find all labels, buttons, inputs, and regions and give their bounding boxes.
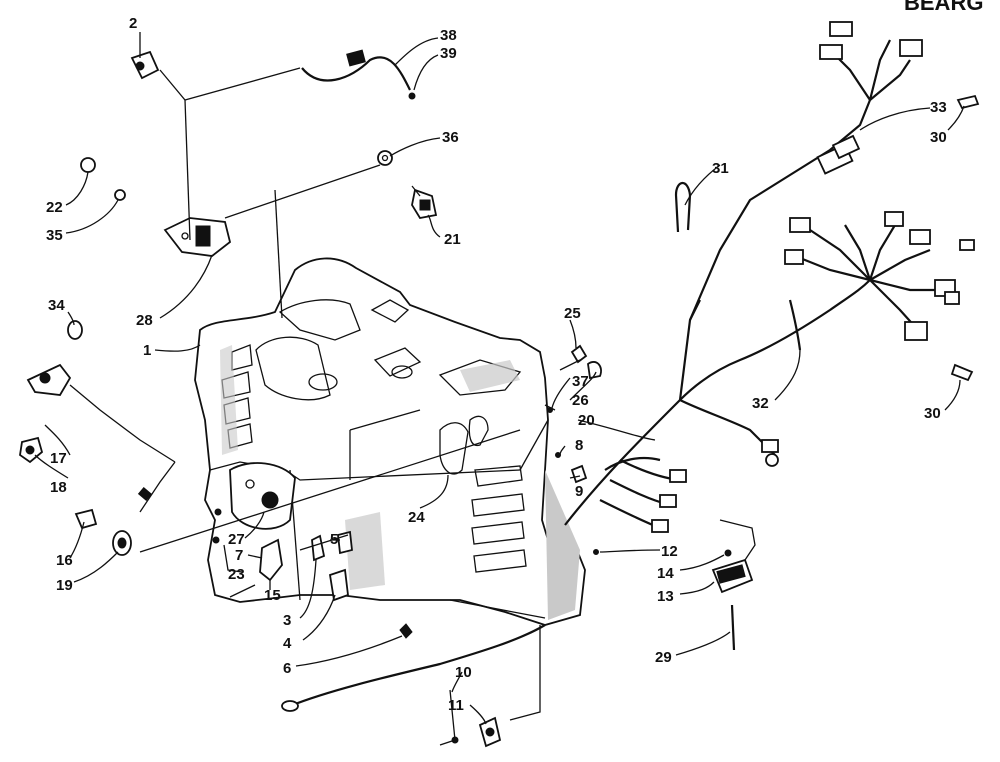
- label-20: 20: [578, 412, 595, 429]
- label-39: 39: [440, 45, 457, 62]
- grommet-34: [67, 320, 83, 340]
- label-17: 17: [50, 450, 67, 467]
- label-14: 14: [657, 565, 674, 582]
- console-housing: [194, 257, 586, 626]
- cable-38: [301, 49, 416, 100]
- washer-25: [570, 344, 588, 364]
- label-26: 26: [572, 392, 589, 409]
- label-7: 7: [235, 547, 243, 564]
- washer-22: [80, 157, 96, 173]
- label-29: 29: [655, 649, 672, 666]
- label-23: 23: [228, 566, 245, 583]
- retainer-4: [328, 568, 349, 602]
- label-9: 9: [575, 483, 583, 500]
- washer-36: [377, 150, 393, 166]
- gauge-bezel: [229, 462, 296, 530]
- label-30-upper: 30: [930, 129, 947, 146]
- label-36: 36: [442, 129, 459, 146]
- label-10: 10: [455, 664, 472, 681]
- label-6: 6: [283, 660, 291, 677]
- label-11: 11: [448, 697, 464, 714]
- rectifier-13: [711, 519, 756, 594]
- label-30-lower: 30: [924, 405, 941, 422]
- label-37: 37: [572, 373, 589, 390]
- screw-12: [593, 549, 599, 555]
- cable-strap: [788, 299, 802, 351]
- mounting-bracket: [163, 217, 232, 257]
- label-25: 25: [564, 305, 581, 322]
- label-38: 38: [440, 27, 457, 44]
- nut-16: [74, 508, 98, 530]
- indicator-lamp-19: [112, 530, 132, 556]
- label-32: 32: [752, 395, 769, 412]
- label-21: 21: [444, 231, 461, 248]
- nut-9: [570, 464, 588, 484]
- label-35: 35: [46, 227, 63, 244]
- label-15: 15: [264, 587, 281, 604]
- wiring-harness: [564, 21, 975, 533]
- label-28: 28: [136, 312, 153, 329]
- fuse-lower: [950, 363, 974, 382]
- label-18: 18: [50, 479, 67, 496]
- bolt-23: [229, 584, 256, 598]
- label-31: 31: [712, 160, 729, 177]
- label-16: 16: [56, 552, 73, 569]
- washer-35: [114, 189, 126, 201]
- label-33: 33: [930, 99, 947, 116]
- throttle-cable-17: [26, 363, 176, 513]
- pin-23: [214, 508, 222, 516]
- switch-21: [411, 185, 438, 219]
- label-5: 5: [330, 531, 338, 548]
- label-4: 4: [283, 635, 292, 652]
- spring-clip-3: [311, 534, 326, 562]
- label-24: 24: [408, 509, 425, 526]
- upper-left-bolt: [130, 50, 160, 80]
- fuse-upper: [956, 94, 980, 110]
- cover-plate: [259, 538, 283, 582]
- sensor-10: [439, 689, 459, 746]
- label-8: 8: [575, 437, 583, 454]
- part-labels: 2 38 39 36 22 35 21 28 34 1 25 37 26 20 …: [46, 15, 947, 714]
- label-12: 12: [661, 543, 678, 560]
- label-34: 34: [48, 297, 65, 314]
- bolt-29: [730, 604, 736, 651]
- clip-26: [587, 361, 602, 380]
- washer-14: [724, 549, 732, 557]
- label-27: 27: [228, 531, 245, 548]
- label-22: 22: [46, 199, 63, 216]
- label-1: 1: [143, 342, 151, 359]
- assembly-lines: [139, 67, 581, 721]
- ground-cable: [674, 181, 692, 233]
- callout-lines: [34, 32, 965, 725]
- ground-strap-wire: [281, 624, 546, 712]
- screw-6: [399, 623, 413, 639]
- pin-23b: [212, 536, 220, 544]
- clip-5: [337, 530, 353, 555]
- connector-11: [478, 716, 502, 748]
- label-13: 13: [657, 588, 674, 605]
- label-3: 3: [283, 612, 291, 629]
- header-partial-text: BEARG: [904, 0, 983, 15]
- label-2: 2: [129, 15, 137, 32]
- label-19: 19: [56, 577, 73, 594]
